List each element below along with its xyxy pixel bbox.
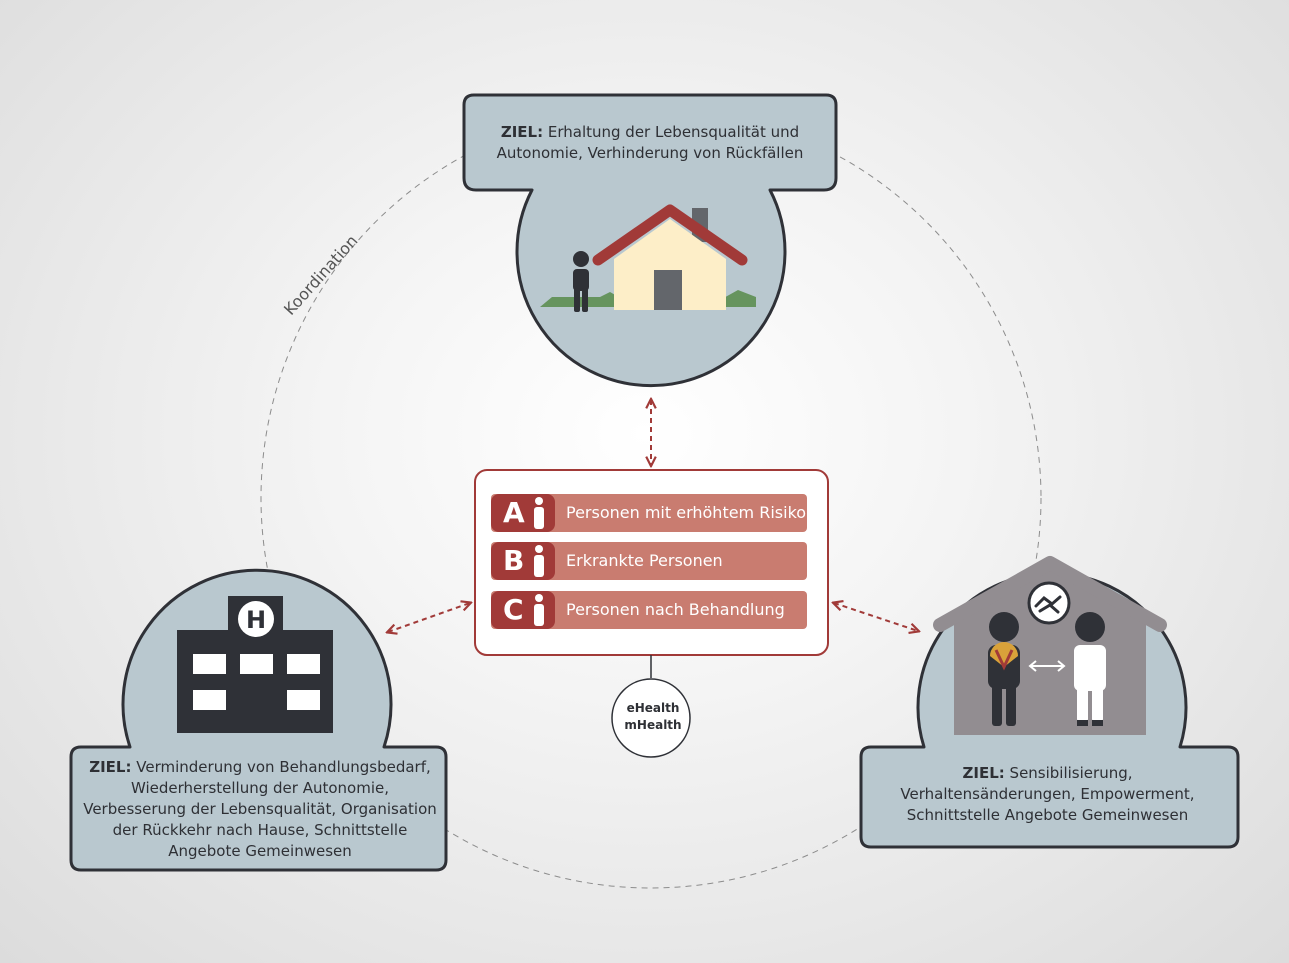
house-icon bbox=[614, 219, 726, 310]
ehealth-label: eHealth mHealth bbox=[610, 700, 696, 734]
ehealth-line: eHealth bbox=[626, 701, 680, 715]
goal-line: Erhaltung der Lebensqualität und bbox=[547, 123, 800, 141]
right-goal-text: ZIEL: Sensibilisierung, Verhaltensänderu… bbox=[870, 763, 1225, 826]
target-group-row-b bbox=[491, 542, 807, 580]
row-letter-c: C bbox=[503, 593, 524, 626]
goal-line: Verminderung von Behandlungsbedarf, bbox=[136, 758, 431, 776]
person-icon bbox=[535, 497, 543, 505]
ehealth-circle bbox=[611, 678, 691, 758]
goal-label: ZIEL: bbox=[962, 764, 1005, 782]
goal-line: Wiederherstellung der Autonomie, bbox=[131, 779, 389, 797]
goal-line: Verbesserung der Lebensqualität, Organis… bbox=[83, 800, 437, 818]
row-label-b: Erkrankte Personen bbox=[566, 551, 723, 570]
goal-line: Schnittstelle Angebote Gemeinwesen bbox=[906, 806, 1189, 824]
row-letter-b: B bbox=[503, 544, 525, 577]
goal-label: ZIEL: bbox=[89, 758, 132, 776]
community-node bbox=[859, 556, 1240, 849]
mhealth-line: mHealth bbox=[624, 718, 682, 732]
row-label-a: Personen mit erhöhtem Risiko bbox=[566, 503, 807, 522]
door-icon bbox=[654, 270, 682, 310]
goal-line: Sensibilisierung, bbox=[1009, 764, 1133, 782]
person-icon bbox=[535, 545, 543, 553]
row-label-c: Personen nach Behandlung bbox=[566, 600, 785, 619]
goal-line: Autonomie, Verhinderung von Rückfällen bbox=[496, 144, 804, 162]
hospital-building-icon bbox=[177, 596, 333, 733]
row-letter-a: A bbox=[503, 496, 525, 529]
target-group-row-a bbox=[491, 494, 807, 532]
goal-line: Angebote Gemeinwesen bbox=[168, 842, 352, 860]
target-group-row-c bbox=[491, 591, 807, 629]
person-doctor-icon bbox=[1074, 612, 1106, 726]
gauge-icon bbox=[990, 642, 1018, 667]
home-node bbox=[462, 93, 838, 388]
goal-line: der Rückkehr nach Hause, Schnittstelle bbox=[112, 821, 408, 839]
goal-label: ZIEL: bbox=[500, 123, 544, 141]
hospital-sign: H bbox=[246, 606, 266, 634]
left-goal-text: ZIEL: Verminderung von Behandlungsbedarf… bbox=[80, 757, 440, 862]
goal-line: Verhaltensänderungen, Empowerment, bbox=[900, 785, 1195, 803]
arrow-center-right bbox=[834, 603, 918, 631]
person-icon bbox=[573, 251, 589, 312]
hospital-node: H bbox=[69, 568, 448, 872]
arrow-center-left bbox=[388, 603, 470, 632]
person-icon bbox=[535, 594, 543, 602]
top-goal-text: ZIEL: Erhaltung der Lebensqualität und A… bbox=[480, 122, 820, 164]
